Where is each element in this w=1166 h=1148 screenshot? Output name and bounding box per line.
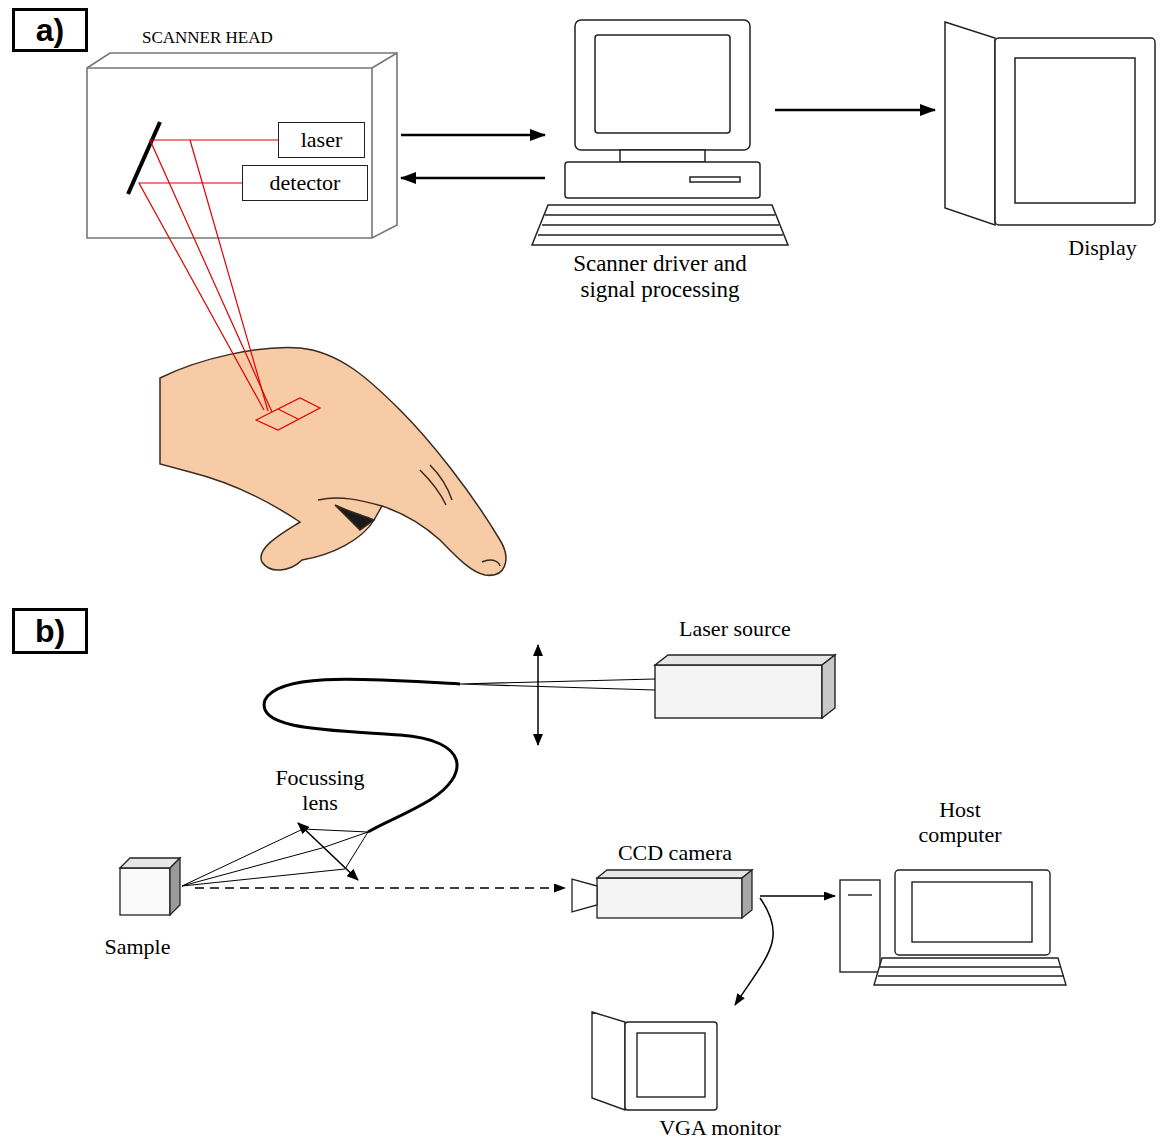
display-illustration xyxy=(945,22,1155,225)
node-text: Laser source xyxy=(640,616,830,641)
connector-arrow xyxy=(735,898,773,1005)
laser-source: Laser source xyxy=(640,612,840,722)
vga-monitor-illustration xyxy=(592,1012,717,1110)
node-text: Display xyxy=(1045,235,1160,260)
host-computer: Host computer xyxy=(835,795,1070,990)
laser-box: laser xyxy=(278,122,365,158)
connector-arrow xyxy=(401,134,545,137)
host-computer-illustration xyxy=(840,870,1066,985)
display: Display xyxy=(935,15,1162,267)
sample-cube xyxy=(120,858,180,915)
node-text: b) xyxy=(35,613,65,650)
node-text: detector xyxy=(270,170,341,195)
coupling-optics xyxy=(460,645,655,745)
ccd-camera xyxy=(572,870,752,918)
node-text: Sample xyxy=(95,934,180,959)
optical-fibre xyxy=(264,679,460,832)
laser-source-box xyxy=(655,655,835,718)
connector-arrow xyxy=(775,109,935,112)
ccd-camera: CCD camera xyxy=(565,840,760,922)
node-text: a) xyxy=(36,12,64,49)
focussing-optics xyxy=(182,823,368,886)
connector-arrow xyxy=(195,887,565,889)
scanner-housing xyxy=(87,53,397,238)
panel-label: a) xyxy=(12,8,88,52)
node-text: laser xyxy=(301,127,343,152)
hand-illustration xyxy=(160,348,506,576)
detector-box: detector xyxy=(242,165,368,201)
node-text: Host computer xyxy=(905,797,1015,848)
scanner-head: SCANNER HEAD laser detector xyxy=(85,20,401,242)
vga-monitor: VGA monitor xyxy=(585,1005,830,1145)
sample: Sample xyxy=(95,852,195,965)
node-text: CCD camera xyxy=(590,840,760,865)
connector-arrow xyxy=(760,895,835,897)
node-text: SCANNER HEAD xyxy=(142,28,362,48)
node-text: Scanner driver and signal processing xyxy=(550,251,770,304)
connector-arrow xyxy=(401,177,545,180)
computer-illustration xyxy=(532,20,788,245)
part-label: Focussing lens xyxy=(265,765,375,816)
computer: Scanner driver and signal processing xyxy=(545,15,775,320)
panel-label: b) xyxy=(12,608,88,654)
node-text: VGA monitor xyxy=(615,1115,825,1140)
